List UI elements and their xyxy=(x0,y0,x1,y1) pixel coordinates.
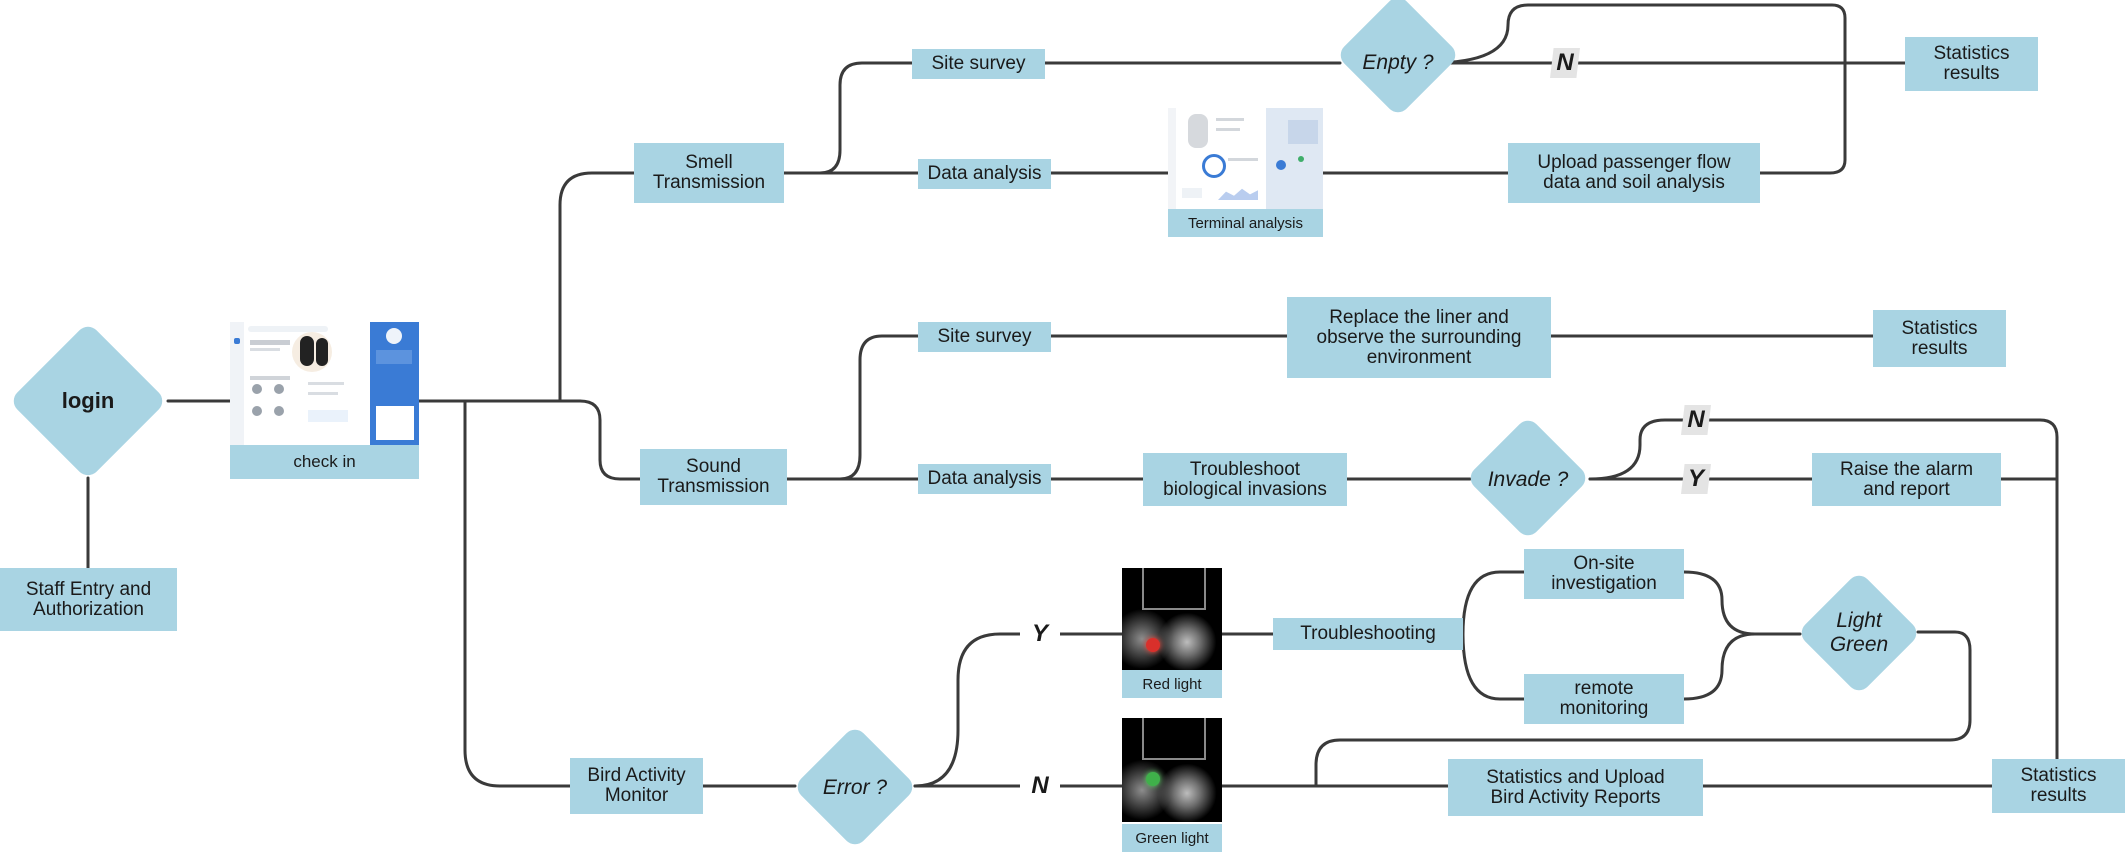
error-no-label: N xyxy=(1020,771,1060,801)
stats-upload-box: Statistics and Upload Bird Activity Repo… xyxy=(1448,759,1703,816)
error-yes-label: Y xyxy=(1020,619,1060,649)
light-green-label: Light Green xyxy=(1829,609,1889,656)
green-light-image xyxy=(1122,718,1222,822)
site-survey-box-1: Site survey xyxy=(912,49,1045,79)
empty-label: Enpty ? xyxy=(1362,51,1434,74)
check-in-caption: check in xyxy=(230,445,419,479)
troubleshooting-box: Troubleshooting xyxy=(1273,618,1463,650)
invade-label: Invade ? xyxy=(1487,468,1569,491)
upload-flow-box: Upload passenger flow data and soil anal… xyxy=(1508,143,1760,203)
bird-activity-box: Bird Activity Monitor xyxy=(570,758,703,814)
troubleshoot-bio-box: Troubleshoot biological invasions xyxy=(1143,453,1347,506)
invade-yes-label: Y xyxy=(1681,464,1711,494)
check-in-screenshot xyxy=(230,322,419,445)
terminal-analysis-screenshot xyxy=(1168,108,1323,209)
data-analysis-box-1: Data analysis xyxy=(918,159,1051,189)
login-label: login xyxy=(61,388,115,413)
staff-entry-box: Staff Entry and Authorization xyxy=(0,568,177,631)
statistics-results-box-2: Statistics results xyxy=(1873,310,2006,367)
smell-transmission-box: Smell Transmission xyxy=(634,143,784,203)
green-light-caption: Green light xyxy=(1122,824,1222,852)
remote-monitoring-box: remote monitoring xyxy=(1524,674,1684,724)
sound-transmission-box: Sound Transmission xyxy=(640,449,787,505)
statistics-results-box-1: Statistics results xyxy=(1905,37,2038,91)
data-analysis-box-2: Data analysis xyxy=(918,464,1051,494)
site-survey-box-2: Site survey xyxy=(918,322,1051,352)
onsite-investigation-box: On-site investigation xyxy=(1524,549,1684,599)
statistics-results-box-3: Statistics results xyxy=(1992,759,2125,813)
replace-liner-box: Replace the liner and observe the surrou… xyxy=(1287,297,1551,378)
invade-no-label: N xyxy=(1681,405,1711,435)
red-light-caption: Red light xyxy=(1122,670,1222,698)
error-label: Error ? xyxy=(822,776,888,799)
red-light-image xyxy=(1122,568,1222,670)
raise-alarm-box: Raise the alarm and report xyxy=(1812,453,2001,506)
empty-no-label: N xyxy=(1550,48,1580,78)
terminal-analysis-caption: Terminal analysis xyxy=(1168,209,1323,237)
